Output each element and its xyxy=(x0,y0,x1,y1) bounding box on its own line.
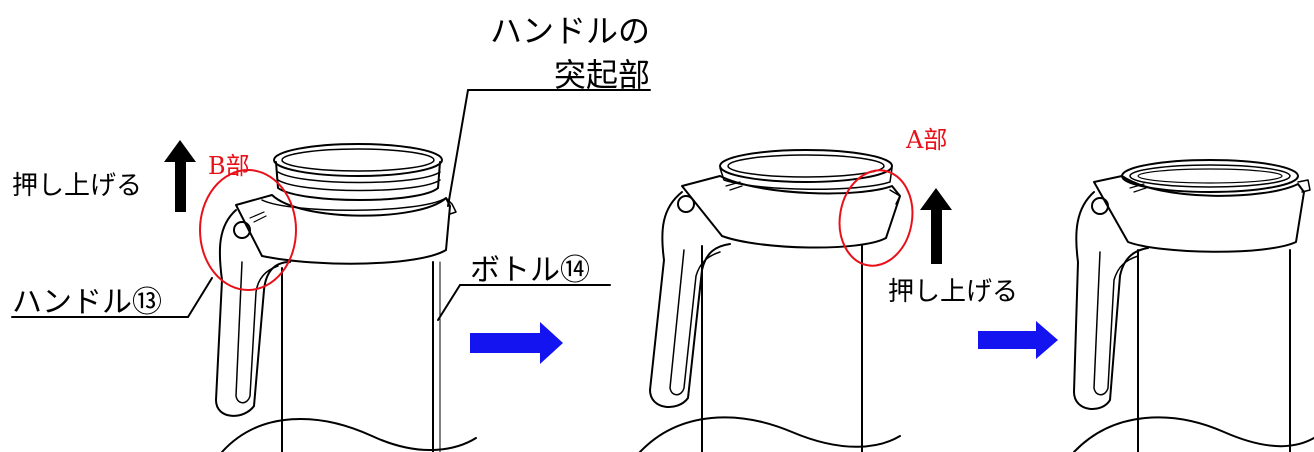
step-2-annotations xyxy=(838,169,952,267)
lid-top-ring xyxy=(1137,168,1283,184)
handle-leader xyxy=(187,277,213,318)
neck-band xyxy=(261,197,447,211)
handle-collar xyxy=(235,194,451,265)
handle-grip-inner xyxy=(1093,251,1139,396)
lid-top xyxy=(719,149,893,183)
lid-side xyxy=(719,167,893,190)
label-bottle: ボトル⑭ xyxy=(470,253,590,288)
cut-wave xyxy=(1073,416,1314,452)
label-part-b: B部 xyxy=(208,152,250,180)
step-1-annotations xyxy=(11,89,651,321)
cut-wave xyxy=(221,417,477,452)
step-arrow-1 xyxy=(470,322,563,364)
lid-top-inner xyxy=(727,154,885,178)
lid-top-inner xyxy=(1129,164,1291,188)
step-3-bottle xyxy=(1073,159,1314,452)
push-up-arrow-left xyxy=(164,140,196,212)
label-protrusion-line1: ハンドルの xyxy=(490,12,650,50)
handle-grip-outer xyxy=(215,209,291,417)
handle-hinge-marks xyxy=(1129,183,1147,193)
handle-button xyxy=(1091,197,1109,215)
handle-button xyxy=(677,195,695,213)
handle-grip-inner xyxy=(669,249,721,396)
step-arrow-2 xyxy=(978,321,1058,359)
lid-top xyxy=(273,143,443,177)
protrusion-leader xyxy=(447,89,469,207)
part-a-circle xyxy=(838,169,914,267)
handle-grip-outer xyxy=(1073,191,1149,411)
lid-band-1 xyxy=(277,171,441,184)
step-1-bottle xyxy=(215,143,477,452)
handle-button xyxy=(233,221,251,239)
protrusion xyxy=(1297,179,1311,193)
step-2-bottle xyxy=(639,149,901,452)
part-b-circle xyxy=(199,169,297,291)
lid-top-inner xyxy=(281,148,435,172)
handle-hinge-marks xyxy=(249,211,267,223)
bottle-leader xyxy=(437,284,461,321)
lid-band-2 xyxy=(277,179,441,192)
label-protrusion-line2: 突起部 xyxy=(554,56,650,94)
label-part-a: A部 xyxy=(905,126,947,154)
cut-wave xyxy=(639,416,901,452)
label-push-up-middle: 押し上げる xyxy=(888,277,1018,307)
handle-hinge-marks xyxy=(725,181,743,191)
handle-grip-inner xyxy=(235,261,279,404)
handle-grip-outer xyxy=(649,191,731,409)
protrusion xyxy=(889,189,901,205)
label-handle: ハンドル⑬ xyxy=(12,285,162,320)
push-up-arrow-middle xyxy=(920,188,952,264)
label-push-up-left: 押し上げる xyxy=(12,171,142,201)
